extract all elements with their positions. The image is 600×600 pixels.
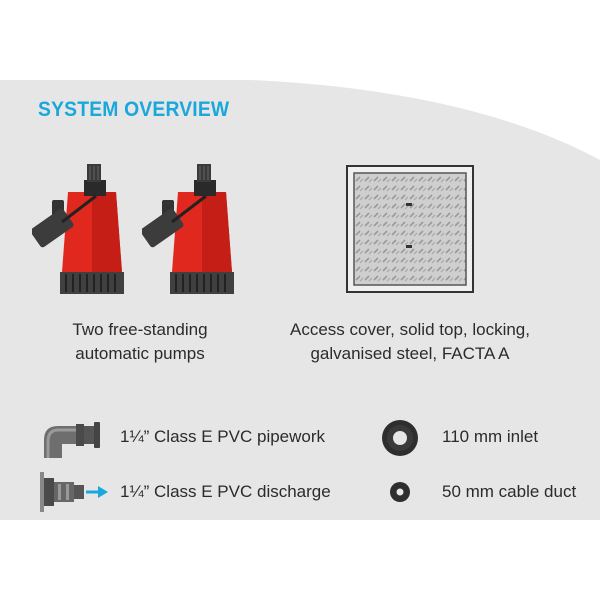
- cover-caption: Access cover, solid top, locking, galvan…: [270, 318, 550, 366]
- pipe-elbow-icon: [44, 422, 100, 458]
- cover-caption-line2: galvanised steel, FACTA A: [310, 344, 510, 363]
- access-cover-icon: [346, 165, 474, 293]
- page-title: SYSTEM OVERVIEW: [38, 98, 230, 121]
- inlet-label: 110 mm inlet: [442, 427, 539, 446]
- discharge-fitting-icon: [40, 472, 108, 512]
- pumps-caption-line2: automatic pumps: [75, 344, 205, 363]
- cable-duct-icon: [390, 482, 410, 502]
- cover-caption-line1: Access cover, solid top, locking,: [289, 320, 530, 339]
- pump-icon: [142, 164, 234, 294]
- background-swoosh: [250, 80, 600, 160]
- cable-duct-label: 50 mm cable duct: [442, 482, 577, 501]
- pipework-label: 1¼” Class E PVC pipework: [120, 427, 326, 446]
- discharge-label: 1¼” Class E PVC discharge: [120, 482, 331, 501]
- pump-icon: [32, 164, 124, 294]
- pumps-caption-line1: Two free-standing: [72, 320, 208, 339]
- pumps-caption: Two free-standing automatic pumps: [40, 318, 240, 366]
- inlet-ring-icon: [382, 420, 418, 456]
